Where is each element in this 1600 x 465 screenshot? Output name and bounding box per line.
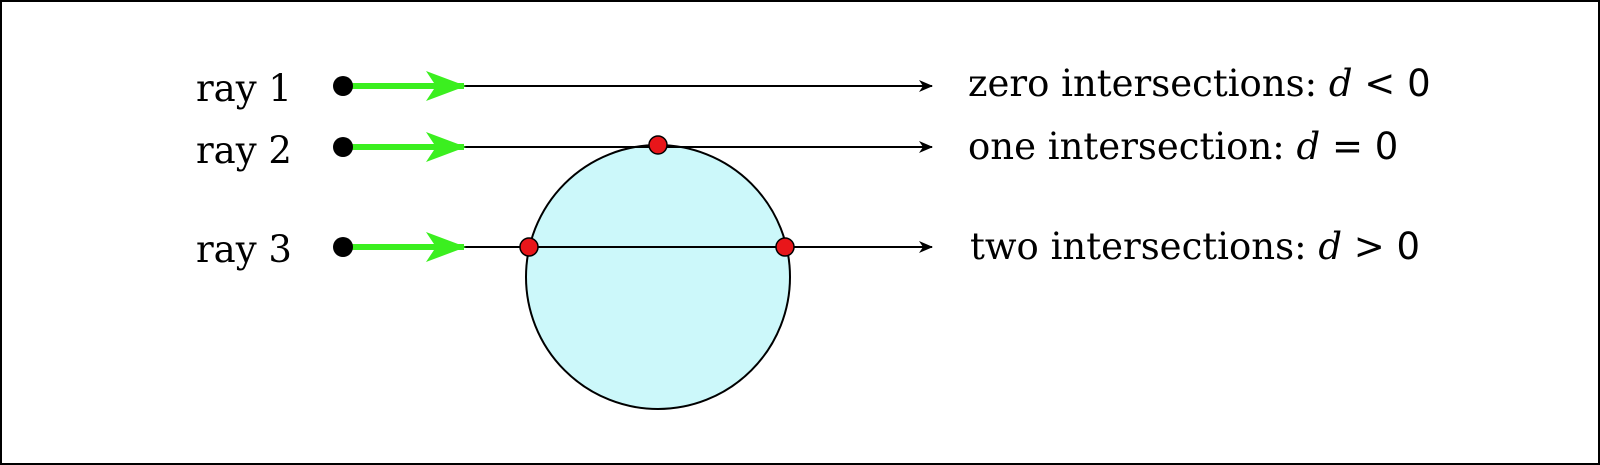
ray-1-result-text: zero intersections: — [968, 62, 1329, 105]
ray-3-result-var: d — [1318, 225, 1342, 268]
ray-2-result-val: 0 — [1375, 125, 1399, 168]
ray-3-origin-point — [333, 237, 353, 257]
ray-2-result-op: = — [1320, 125, 1375, 168]
ray-1-result: zero intersections: d < 0 — [968, 62, 1431, 105]
ray-3-result-val: 0 — [1397, 225, 1421, 268]
ray-1-origin-point — [333, 76, 353, 96]
ray-2-origin-point — [333, 137, 353, 157]
ray-3-intersection-point-far — [775, 237, 795, 257]
ray-3-result-text: two intersections: — [970, 225, 1318, 268]
sphere-circle — [525, 144, 791, 410]
ray-1-label: ray 1 — [196, 67, 292, 110]
ray-1-result-var: d — [1329, 62, 1353, 105]
ray-2-label: ray 2 — [196, 129, 292, 172]
ray-2-result-var: d — [1297, 125, 1321, 168]
ray-3-result: two intersections: d > 0 — [970, 225, 1420, 268]
ray-3-label: ray 3 — [196, 228, 292, 271]
ray-2-intersection-point — [648, 135, 668, 155]
ray-1-result-val: 0 — [1407, 62, 1431, 105]
ray-2-result: one intersection: d = 0 — [968, 125, 1398, 168]
ray-3-result-op: > — [1342, 225, 1397, 268]
ray-1-result-op: < — [1353, 62, 1408, 105]
ray-3-intersection-point-near — [519, 237, 539, 257]
ray-2-result-text: one intersection: — [968, 125, 1297, 168]
